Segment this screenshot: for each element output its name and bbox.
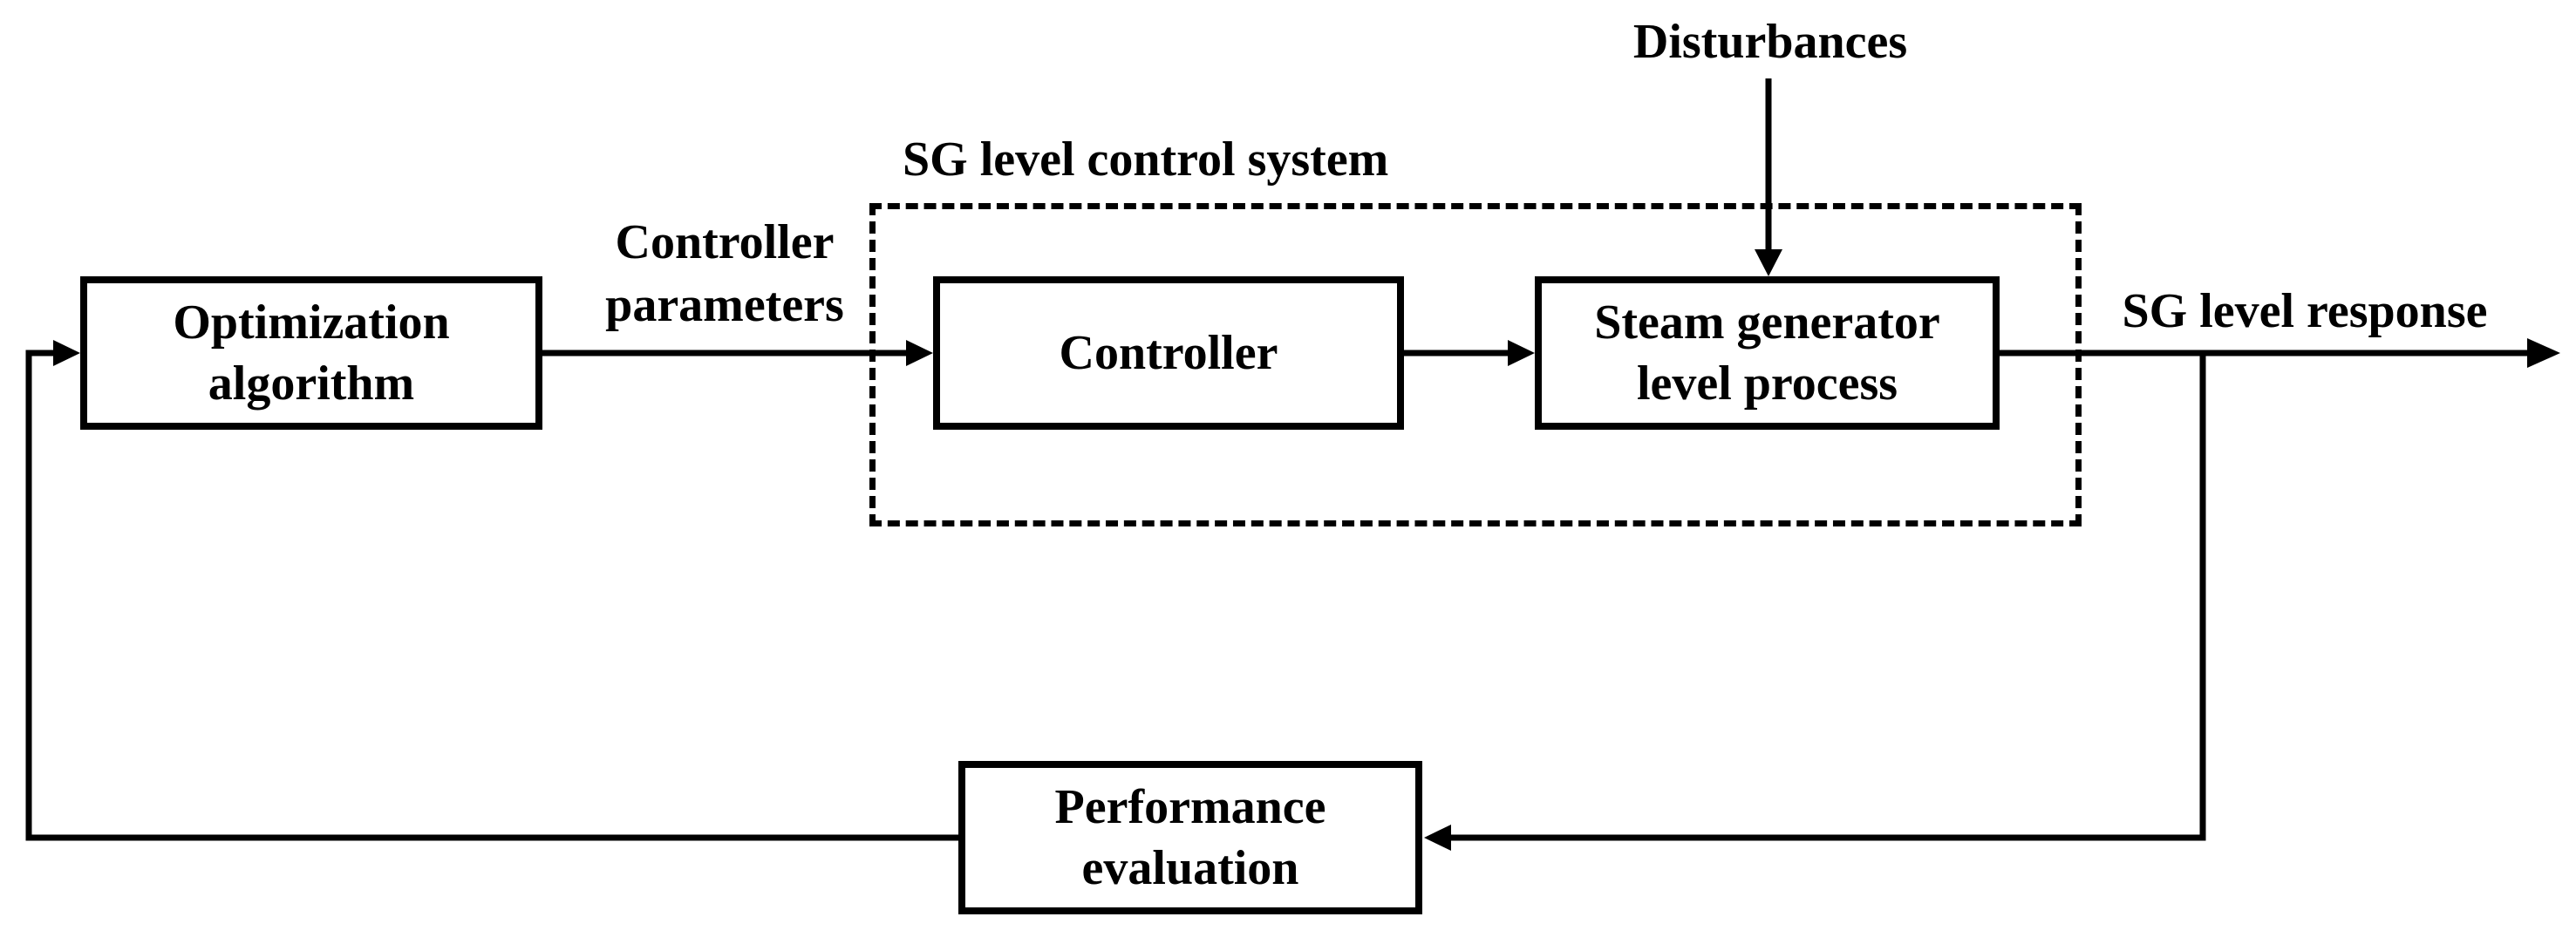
sg-control-system-boundary bbox=[869, 203, 2082, 526]
disturbances-label: Disturbances bbox=[1632, 15, 1908, 69]
performance-evaluation-label-line2: evaluation bbox=[1081, 841, 1299, 895]
response-to-performance-line bbox=[1449, 353, 2206, 841]
optimization-algorithm-label-line2: algorithm bbox=[208, 357, 415, 411]
sg-response-arrowhead-icon bbox=[2527, 338, 2560, 368]
steam-generator-label-line2: level process bbox=[1636, 357, 1898, 411]
controller-box: Controller bbox=[933, 276, 1404, 430]
controller-to-steam-arrowhead-icon bbox=[1508, 340, 1535, 366]
steam-generator-label-line1: Steam generator bbox=[1594, 295, 1940, 350]
response-to-performance-arrowhead-icon bbox=[1424, 825, 1451, 851]
performance-to-optimization-line bbox=[25, 350, 958, 841]
sg-level-response-label: SG level response bbox=[2122, 284, 2488, 338]
controller-parameters-label-line2: parameters bbox=[605, 278, 844, 332]
controller-label: Controller bbox=[1059, 326, 1278, 380]
sg-control-system-label: SG level control system bbox=[903, 132, 1389, 187]
controller-parameters-label-line1: Controller bbox=[615, 215, 835, 269]
performance-to-optimization-arrowhead-icon bbox=[53, 340, 80, 366]
optimization-algorithm-box: Optimization algorithm bbox=[80, 276, 542, 430]
optimization-to-controller-arrowhead-icon bbox=[906, 340, 933, 366]
disturbances-arrowhead-icon bbox=[1755, 249, 1782, 276]
optimization-algorithm-label-line1: Optimization bbox=[173, 295, 450, 350]
performance-evaluation-box: Performance evaluation bbox=[958, 761, 1422, 914]
controller-parameters-label: Controller parameters bbox=[550, 211, 899, 336]
performance-evaluation-label-line1: Performance bbox=[1054, 780, 1326, 834]
steam-generator-box: Steam generator level process bbox=[1535, 276, 2000, 430]
